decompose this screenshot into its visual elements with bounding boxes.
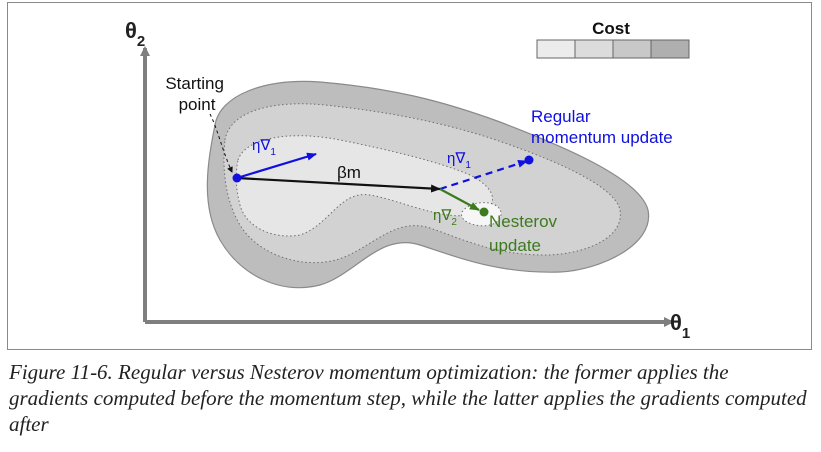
regular-gradient-arrow xyxy=(439,159,528,191)
starting-point-label: Starting point xyxy=(165,74,228,114)
theta1-label: θ1 xyxy=(670,310,690,342)
cost-swatch-2 xyxy=(574,39,614,59)
nesterov-update-label: Nesterov update xyxy=(489,212,562,255)
figure-diagram: θ2 θ1 Cost Starting point βm η∇1 η∇1 η∇2… xyxy=(125,18,690,342)
start-gradient-arrow xyxy=(236,152,317,180)
cost-swatch-4 xyxy=(650,39,690,59)
figure-caption: Figure 11-6. Regular versus Nesterov mom… xyxy=(9,360,807,436)
nesterov-update-point xyxy=(479,207,489,217)
regular-gradient-label: η∇1 xyxy=(447,150,471,171)
nesterov-gradient-arrow xyxy=(439,188,480,211)
nesterov-gradient-label: η∇2 xyxy=(433,207,457,228)
regular-update-label: Regular momentum update xyxy=(531,107,673,147)
regular-update-point xyxy=(524,155,534,165)
momentum-label: βm xyxy=(337,163,361,182)
theta2-label: θ2 xyxy=(125,18,145,50)
cost-legend-bar xyxy=(536,39,690,59)
starting-point-marker xyxy=(232,173,242,183)
cost-swatch-1 xyxy=(536,39,576,59)
cost-swatch-3 xyxy=(612,39,652,59)
cost-legend-title: Cost xyxy=(592,19,630,38)
start-gradient-label: η∇1 xyxy=(252,137,276,158)
momentum-arrow xyxy=(236,176,441,193)
starting-point-leader xyxy=(209,113,233,173)
